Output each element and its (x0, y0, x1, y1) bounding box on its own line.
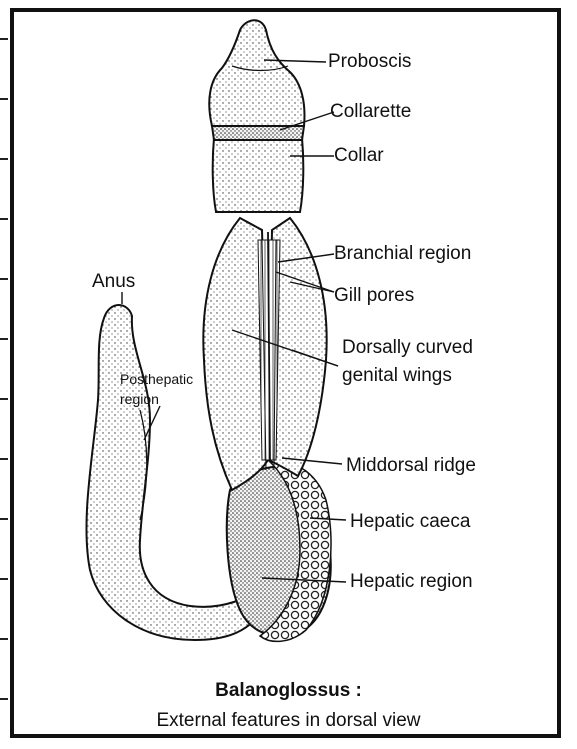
collarette-band (212, 126, 304, 140)
label-hepatic-region: Hepatic region (350, 572, 473, 591)
proboscis-body (209, 20, 304, 126)
label-genital-wings: genital wings (342, 366, 452, 385)
caption-subtitle: External features in dorsal view (0, 710, 577, 732)
label-proboscis: Proboscis (328, 52, 411, 71)
label-collar: Collar (334, 146, 384, 165)
caption-title: Balanoglossus : (0, 680, 577, 702)
collar-body (213, 138, 304, 212)
label-posthepatic-line1: Posthepatic (120, 372, 193, 386)
label-dorsally-curved: Dorsally curved (342, 338, 473, 357)
label-posthepatic-line2: region (120, 392, 159, 406)
label-gill-pores: Gill pores (334, 286, 414, 305)
label-branchial-region: Branchial region (334, 244, 471, 263)
label-collarette: Collarette (330, 102, 411, 121)
label-hepatic-caeca: Hepatic caeca (350, 512, 470, 531)
label-anus: Anus (92, 272, 135, 291)
label-middorsal-ridge: Middorsal ridge (346, 456, 476, 475)
